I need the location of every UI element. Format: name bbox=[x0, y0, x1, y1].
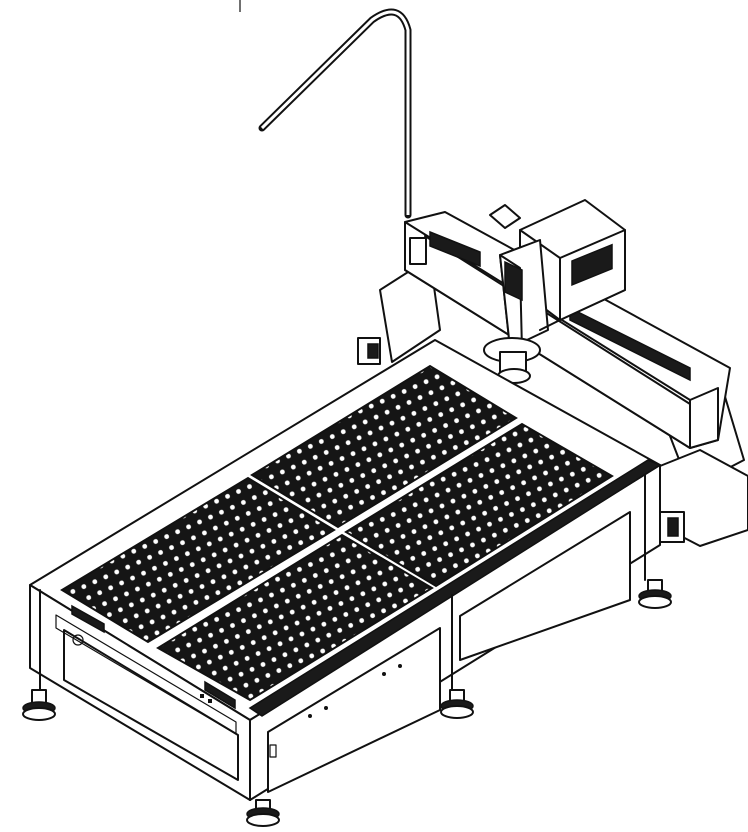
bed-zone-front-right bbox=[156, 533, 434, 702]
foot-front-center bbox=[246, 799, 280, 827]
leveling-feet bbox=[22, 579, 672, 827]
foot-front-left bbox=[22, 689, 56, 721]
bed-zone-front-left bbox=[60, 476, 336, 644]
gantry-left-upright bbox=[357, 257, 441, 365]
cable-arm bbox=[258, 8, 412, 219]
spindle-head bbox=[483, 199, 626, 384]
foot-right-back bbox=[638, 579, 672, 609]
foot-right-center bbox=[440, 689, 474, 719]
bed-zone-back-right bbox=[344, 422, 614, 588]
bed-zone-back-left bbox=[250, 364, 518, 529]
vacuum-bed bbox=[60, 364, 614, 702]
gantry-beam bbox=[404, 211, 731, 449]
